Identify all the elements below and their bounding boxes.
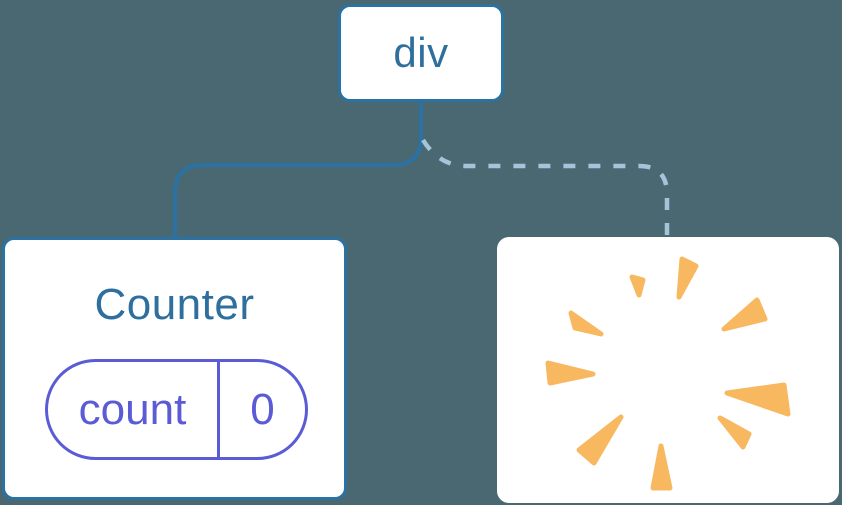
state-pill: count 0 bbox=[45, 359, 308, 460]
tree-node-removed bbox=[497, 237, 839, 503]
state-key-label: count bbox=[48, 362, 220, 457]
counter-node-title: Counter bbox=[94, 280, 255, 329]
solid-branch-connector bbox=[173, 100, 423, 239]
div-node-label: div bbox=[393, 29, 449, 76]
state-value: 0 bbox=[250, 384, 275, 434]
dashed-branch-connector bbox=[421, 138, 670, 239]
tree-node-counter: Counter count 0 bbox=[2, 237, 347, 500]
tree-node-div: div bbox=[338, 4, 504, 102]
poof-icon bbox=[545, 256, 791, 491]
